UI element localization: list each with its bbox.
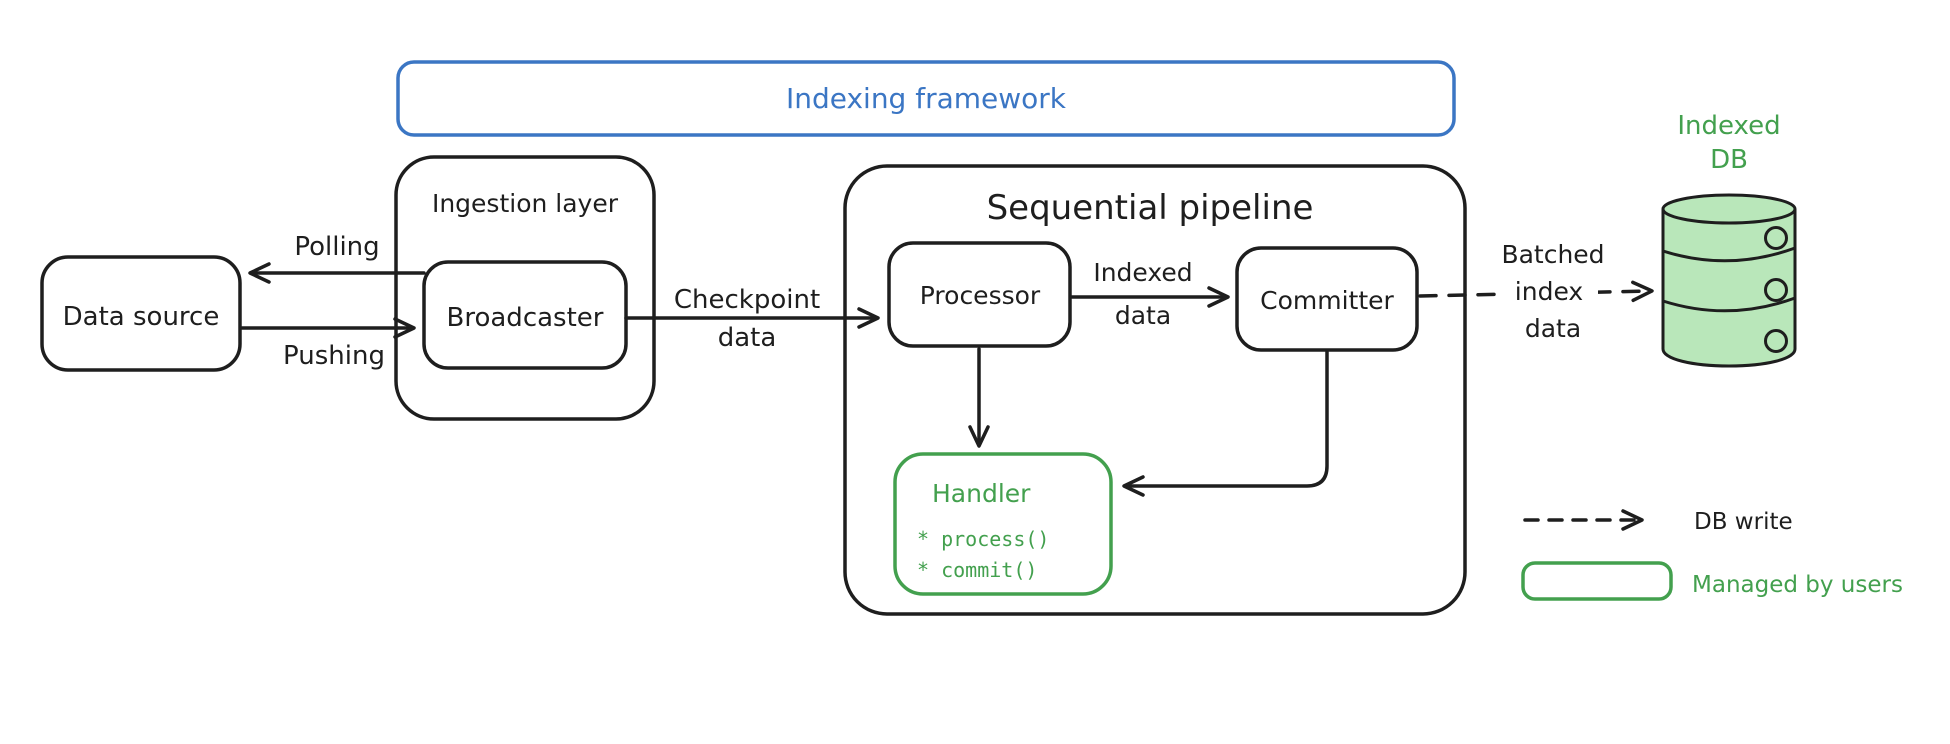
db-cylinder-top (1661, 193, 1797, 225)
processor-node (887, 241, 1072, 348)
legend-managed-label: Managed by users (1692, 572, 1903, 598)
broadcaster-node (422, 260, 628, 370)
handler-method-process: * process() (917, 527, 1049, 551)
db-dot-2 (1764, 278, 1788, 302)
indexed-data-label-line1: Indexed (1093, 258, 1192, 287)
handler-node (893, 452, 1113, 596)
db-divider-2 (1661, 296, 1797, 313)
batched-label-line1: Batched (1501, 240, 1604, 269)
pushing-label: Pushing (283, 341, 385, 371)
handler-method-commit: * commit() (917, 558, 1037, 582)
indexed-db-label-line2: DB (1710, 145, 1748, 175)
db-dot-1 (1764, 226, 1788, 250)
legend-managed-swatch (1521, 561, 1673, 601)
db-divider-1 (1661, 246, 1797, 263)
indexing-framework-title: Indexing framework (786, 82, 1067, 115)
sequential-pipeline-title: Sequential pipeline (987, 188, 1314, 228)
indexed-db-label-line1: Indexed (1677, 111, 1780, 141)
data-source-node (40, 255, 242, 372)
handler-title: Handler (932, 479, 1031, 508)
legend-db-write-label: DB write (1694, 509, 1793, 535)
indexing-framework-frame (396, 60, 1456, 137)
ingestion-layer-label: Ingestion layer (432, 189, 619, 218)
indexed-data-label-line2: data (1115, 301, 1171, 330)
processor-label: Processor (920, 281, 1041, 310)
batched-label-backdrop (1496, 272, 1598, 308)
batched-label-line3: data (1525, 314, 1581, 343)
polling-label: Polling (294, 232, 379, 262)
broadcaster-label: Broadcaster (447, 303, 604, 333)
db-cylinder-body (1661, 209, 1797, 368)
legend: DB write Managed by users (1521, 509, 1903, 601)
data-source-label: Data source (63, 302, 220, 332)
committer-node (1235, 246, 1419, 352)
committer-label: Committer (1260, 286, 1394, 315)
sequential-pipeline-box (843, 164, 1467, 616)
batched-label-line2: index (1515, 277, 1583, 306)
db-dot-3 (1764, 329, 1788, 353)
committer-to-handler-arrow (1122, 350, 1329, 497)
checkpoint-label-line2: data (718, 323, 777, 353)
database-cylinder (1661, 193, 1797, 368)
ingestion-layer-box (394, 155, 656, 421)
checkpoint-label-line1: Checkpoint (674, 285, 820, 315)
